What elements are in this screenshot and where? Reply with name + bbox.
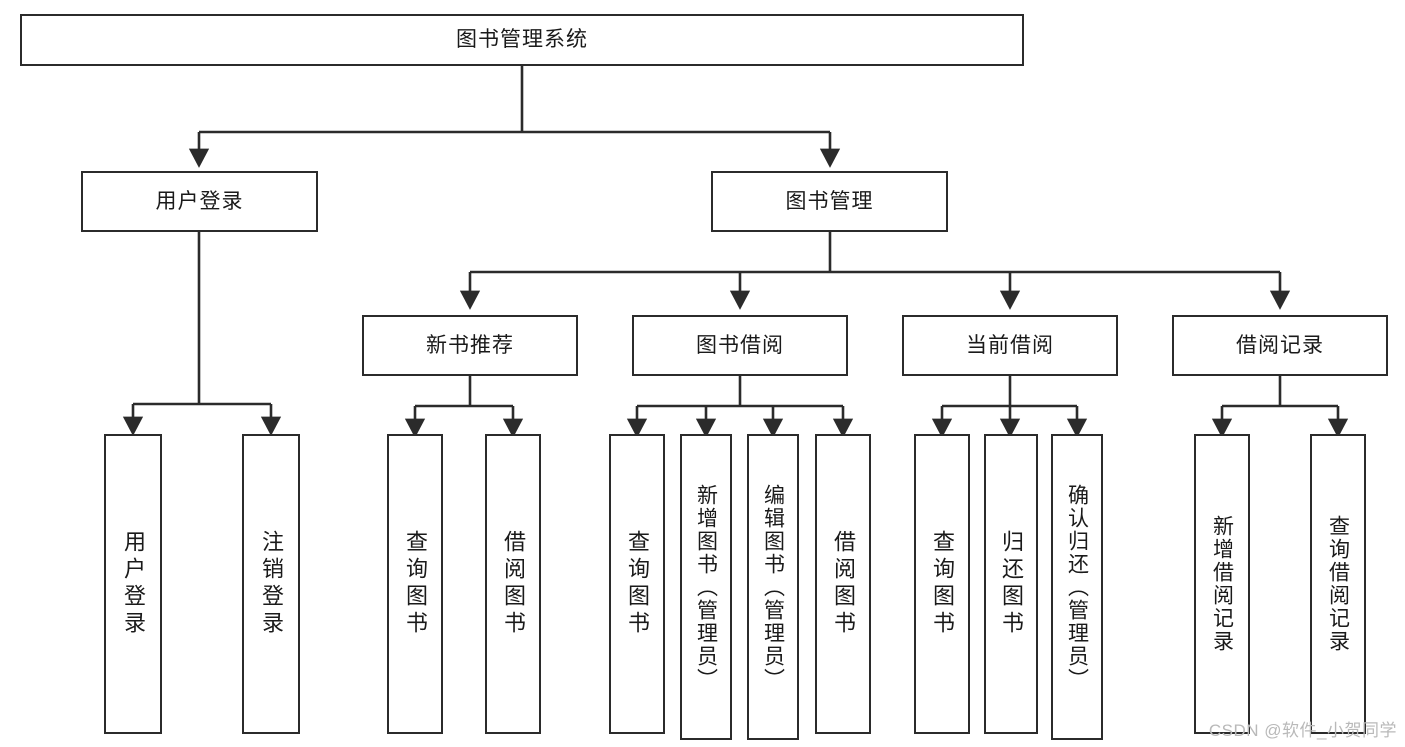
- node-label: 图书管理系统: [456, 28, 588, 52]
- node-label: 借阅图书: [831, 530, 856, 638]
- leaf-borrow-edit-book-admin[interactable]: 编辑图书（管理员）: [747, 434, 799, 740]
- node-label: 注销登录: [259, 530, 284, 638]
- node-label: 图书借阅: [696, 333, 784, 357]
- node-label: 确认归还（管理员）: [1065, 483, 1089, 691]
- node-current-borrow[interactable]: 当前借阅: [902, 315, 1118, 376]
- node-label: 用户登录: [121, 530, 146, 638]
- node-label: 新书推荐: [426, 333, 514, 357]
- leaf-borrow-add-book-admin[interactable]: 新增图书（管理员）: [680, 434, 732, 740]
- leaf-recommend-query-book[interactable]: 查询图书: [387, 434, 443, 734]
- leaf-user-login-logout[interactable]: 注销登录: [242, 434, 300, 734]
- node-book-management[interactable]: 图书管理: [711, 171, 948, 232]
- leaf-current-confirm-return-admin[interactable]: 确认归还（管理员）: [1051, 434, 1103, 740]
- node-label: 图书管理: [785, 189, 874, 213]
- leaf-recommend-borrow-book[interactable]: 借阅图书: [485, 434, 541, 734]
- node-label: 新增借阅记录: [1210, 515, 1234, 653]
- node-label: 查询图书: [625, 530, 650, 638]
- node-new-book-recommend[interactable]: 新书推荐: [362, 315, 578, 376]
- node-label: 查询图书: [403, 530, 428, 638]
- node-user-login[interactable]: 用户登录: [81, 171, 318, 232]
- leaf-current-query-book[interactable]: 查询图书: [914, 434, 970, 734]
- node-label: 归还图书: [999, 530, 1024, 638]
- node-root-system[interactable]: 图书管理系统: [20, 14, 1024, 66]
- node-borrow-record[interactable]: 借阅记录: [1172, 315, 1388, 376]
- leaf-borrow-query-book[interactable]: 查询图书: [609, 434, 665, 734]
- node-label: 借阅记录: [1236, 333, 1324, 357]
- node-label: 查询图书: [930, 530, 955, 638]
- node-label: 用户登录: [155, 189, 244, 213]
- leaf-user-login-login[interactable]: 用户登录: [104, 434, 162, 734]
- node-label: 编辑图书（管理员）: [761, 483, 785, 691]
- node-label: 查询借阅记录: [1326, 515, 1350, 653]
- leaf-record-query-record[interactable]: 查询借阅记录: [1310, 434, 1366, 734]
- node-label: 新增图书（管理员）: [694, 483, 718, 691]
- node-label: 当前借阅: [966, 333, 1054, 357]
- leaf-borrow-borrow-book[interactable]: 借阅图书: [815, 434, 871, 734]
- node-book-borrow[interactable]: 图书借阅: [632, 315, 848, 376]
- node-label: 借阅图书: [501, 530, 526, 638]
- csdn-watermark: CSDN @软件_小贺同学: [1208, 721, 1397, 740]
- leaf-record-add-record[interactable]: 新增借阅记录: [1194, 434, 1250, 734]
- leaf-current-return-book[interactable]: 归还图书: [984, 434, 1038, 734]
